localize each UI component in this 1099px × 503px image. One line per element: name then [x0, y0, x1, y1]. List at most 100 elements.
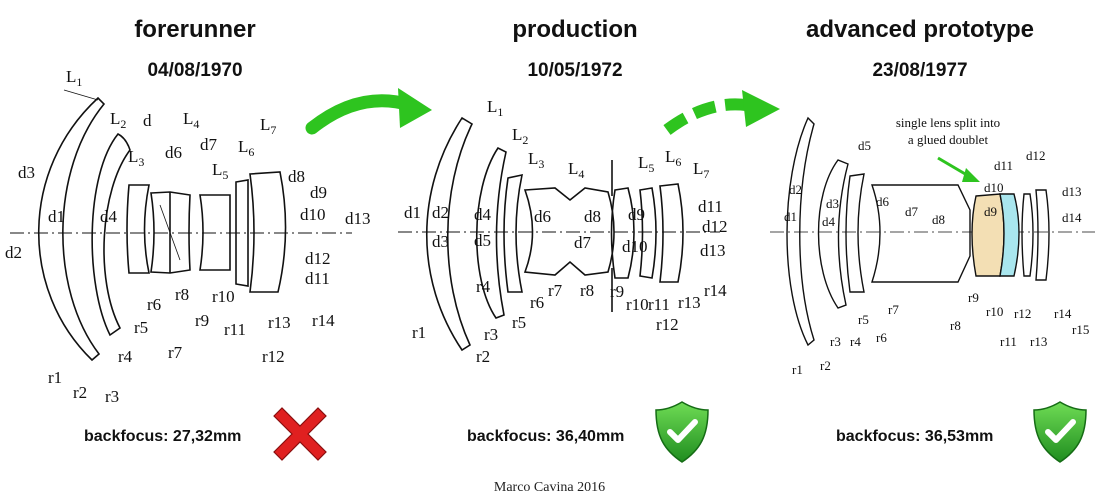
label-d7: d7 — [574, 233, 592, 252]
label-d5: d5 — [858, 138, 871, 153]
check-shield-icon — [1033, 401, 1087, 463]
label-r10: r10 — [986, 304, 1003, 319]
label-r9: r9 — [610, 282, 624, 301]
label-r4: r4 — [118, 347, 133, 366]
label-L7: L7 — [260, 115, 276, 137]
label-d10: d10 — [984, 180, 1004, 195]
label-r3: r3 — [830, 334, 841, 349]
label-L5: L5 — [638, 153, 654, 175]
label-d11: d11 — [994, 158, 1013, 173]
label-d1: d1 — [48, 207, 65, 226]
label-r13: r13 — [678, 293, 701, 312]
check-shield-icon — [655, 401, 709, 463]
label-d8: d8 — [288, 167, 305, 186]
label-r9: r9 — [195, 311, 209, 330]
label-r10: r10 — [212, 287, 235, 306]
label-r5: r5 — [858, 312, 869, 327]
label-L4: L4 — [183, 109, 199, 131]
lens-diagram-forerunner — [10, 89, 352, 362]
credit-text: Marco Cavina 2016 — [493, 480, 606, 495]
backfocus-advanced-prototype: backfocus: 36,53mm — [836, 428, 994, 445]
column-date-forerunner: 04/08/1970 — [147, 60, 243, 81]
label-r12: r12 — [1014, 306, 1031, 321]
label-d9: d9 — [310, 183, 327, 202]
label-d8: d8 — [932, 212, 945, 227]
label-r12: r12 — [262, 347, 285, 366]
cross-icon — [273, 407, 327, 461]
label-d11: d11 — [698, 197, 723, 216]
annotation-arrow — [937, 156, 980, 182]
annotation-line-1: single lens split into — [895, 115, 1001, 130]
label-d13: d13 — [345, 209, 371, 228]
label-r1: r1 — [412, 323, 426, 342]
label-L4: L4 — [568, 159, 584, 181]
label-d13: d13 — [1062, 184, 1082, 199]
lens-diagram-production — [398, 116, 720, 352]
label-d6: d6 — [534, 207, 551, 226]
label-d: d — [143, 111, 152, 130]
label-r11: r11 — [648, 295, 670, 314]
label-r4: r4 — [476, 277, 491, 296]
label-d4: d4 — [474, 205, 492, 224]
label-d8: d8 — [584, 207, 601, 226]
label-d10: d10 — [300, 205, 326, 224]
label-r2: r2 — [73, 383, 87, 402]
label-r5: r5 — [134, 318, 148, 337]
label-r7: r7 — [548, 281, 563, 300]
column-date-advanced-prototype: 23/08/1977 — [872, 60, 968, 81]
label-L3: L3 — [528, 149, 544, 171]
label-r8: r8 — [175, 285, 189, 304]
doublet-annotation: single lens split into a glued doublet — [868, 114, 1028, 148]
label-d2: d2 — [789, 182, 802, 197]
label-L1: L1 — [487, 97, 503, 119]
label-L5: L5 — [212, 160, 228, 182]
label-d6: d6 — [165, 143, 182, 162]
label-r2: r2 — [820, 358, 831, 373]
column-date-production: 10/05/1972 — [527, 60, 623, 81]
label-r7: r7 — [168, 343, 183, 362]
label-r9: r9 — [968, 290, 979, 305]
arrow-production-to-prototype-dashed — [663, 90, 780, 135]
label-r15: r15 — [1072, 322, 1089, 337]
label-d3: d3 — [826, 196, 839, 211]
label-r6: r6 — [876, 330, 887, 345]
label-d14: d14 — [1062, 210, 1082, 225]
label-d5: d5 — [474, 231, 491, 250]
backfocus-forerunner: backfocus: 27,32mm — [84, 428, 242, 445]
label-d6: d6 — [876, 194, 890, 209]
label-d2: d2 — [432, 203, 449, 222]
backfocus-production: backfocus: 36,40mm — [467, 428, 625, 445]
label-d11: d11 — [305, 269, 330, 288]
label-d3: d3 — [18, 163, 35, 182]
label-r12: r12 — [656, 315, 679, 334]
column-title-forerunner: forerunner — [134, 16, 256, 43]
label-d1: d1 — [404, 203, 421, 222]
label-r14: r14 — [704, 281, 727, 300]
label-r14: r14 — [312, 311, 335, 330]
annotation-line-2: a glued doublet — [907, 132, 989, 147]
label-r8: r8 — [580, 281, 594, 300]
label-d7: d7 — [200, 135, 218, 154]
label-r4: r4 — [850, 334, 861, 349]
label-L1: L1 — [66, 67, 82, 89]
label-d4: d4 — [100, 207, 118, 226]
column-title-advanced-prototype: advanced prototype — [805, 16, 1035, 43]
label-d2: d2 — [5, 243, 22, 262]
label-d13: d13 — [700, 241, 726, 260]
lens-labels-advanced-prototype: d2 d1 d3 d4 d5 d6 d7 d8 d9 d10 d11 d12 d… — [784, 138, 1089, 377]
label-L3: L3 — [128, 147, 144, 169]
label-r10: r10 — [626, 295, 649, 314]
lens-diagram-advanced-prototype — [770, 116, 1095, 347]
label-L7: L7 — [693, 159, 709, 181]
lens-labels-forerunner: L1 L2 L3 d L4 d6 d7 L5 L6 L7 d3 d1 d2 d4… — [5, 67, 371, 406]
lens-labels-production: L1 L2 L3 L4 L5 L6 L7 d1 d2 d3 d4 d5 d6 d… — [404, 97, 728, 366]
label-d3: d3 — [432, 232, 449, 251]
label-d7: d7 — [905, 204, 919, 219]
label-d12: d12 — [305, 249, 331, 268]
label-L6: L6 — [665, 147, 681, 169]
label-r14: r14 — [1054, 306, 1072, 321]
label-r3: r3 — [105, 387, 119, 406]
label-r13: r13 — [1030, 334, 1047, 349]
label-r6: r6 — [147, 295, 161, 314]
